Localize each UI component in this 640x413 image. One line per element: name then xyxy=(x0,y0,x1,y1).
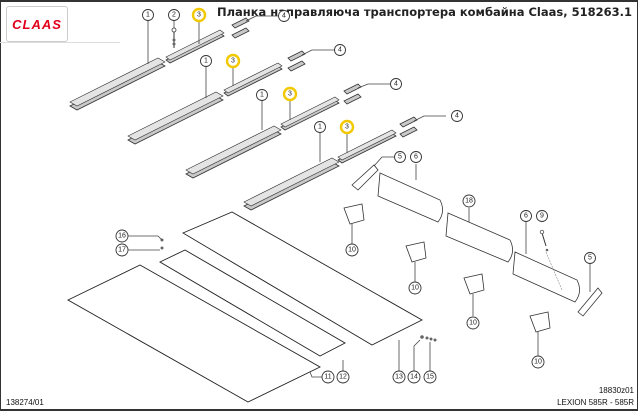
callout-4[interactable]: 4 xyxy=(390,78,402,90)
callout-1[interactable]: 1 xyxy=(256,89,268,101)
svg-text:1: 1 xyxy=(260,92,264,99)
svg-text:1: 1 xyxy=(146,12,150,19)
callout-6[interactable]: 6 xyxy=(410,151,422,163)
svg-text:3: 3 xyxy=(197,12,201,19)
svg-text:13: 13 xyxy=(395,374,403,381)
guide-bar-part-3-a xyxy=(165,29,225,64)
callout-10[interactable]: 10 xyxy=(466,316,480,330)
svg-text:1: 1 xyxy=(318,124,322,131)
pad-part-4-a xyxy=(231,17,250,39)
svg-text:4: 4 xyxy=(455,113,459,120)
svg-text:10: 10 xyxy=(411,285,419,292)
callout-10[interactable]: 10 xyxy=(408,281,422,295)
clip-part-5-a xyxy=(351,164,379,191)
header-divider xyxy=(0,42,120,43)
bracket-part-10-a xyxy=(343,203,365,225)
callout-14[interactable]: 14 xyxy=(407,370,421,384)
callout-3-highlighted[interactable]: 3 xyxy=(191,7,207,23)
guide-bar-part-3-c xyxy=(280,96,340,131)
callout-1[interactable]: 1 xyxy=(200,55,212,67)
callout-6[interactable]: 6 xyxy=(520,210,532,222)
callout-1[interactable]: 1 xyxy=(142,9,154,21)
svg-text:10: 10 xyxy=(348,247,356,254)
footer-left-code: 138274/01 xyxy=(6,398,44,407)
plate-part-11 xyxy=(67,264,321,403)
callout-12[interactable]: 12 xyxy=(336,370,350,384)
callout-15[interactable]: 15 xyxy=(423,370,437,384)
svg-text:17: 17 xyxy=(118,247,126,254)
rail-part-1-d xyxy=(243,157,340,211)
pad-part-4-c xyxy=(343,83,362,105)
svg-text:3: 3 xyxy=(345,124,349,131)
rail-part-1-a xyxy=(69,57,166,111)
bracket-part-10-b xyxy=(405,241,427,263)
svg-text:4: 4 xyxy=(282,13,286,20)
callout-9[interactable]: 9 xyxy=(536,210,548,222)
svg-text:4: 4 xyxy=(338,47,342,54)
pad-part-4-b xyxy=(287,50,306,72)
plate-part-12 xyxy=(159,249,346,357)
callout-5[interactable]: 5 xyxy=(394,151,406,163)
pad-part-4-d xyxy=(399,116,418,138)
callout-16[interactable]: 16 xyxy=(115,229,129,243)
svg-text:6: 6 xyxy=(524,213,528,220)
callout-3-highlighted[interactable]: 3 xyxy=(282,86,298,102)
svg-text:16: 16 xyxy=(118,233,126,240)
svg-text:9: 9 xyxy=(540,213,544,220)
svg-text:6: 6 xyxy=(414,154,418,161)
bracket-part-10-c xyxy=(463,273,485,295)
cover-part-6-b xyxy=(512,251,580,303)
callout-4[interactable]: 4 xyxy=(451,110,463,122)
callout-4[interactable]: 4 xyxy=(334,44,346,56)
svg-text:12: 12 xyxy=(339,374,347,381)
svg-text:3: 3 xyxy=(231,58,235,65)
claas-logo: CLAAS xyxy=(6,6,68,42)
cover-part-18 xyxy=(445,212,513,263)
guide-bar-part-3-d xyxy=(337,129,397,164)
leader-lines xyxy=(128,15,591,378)
callout-3-highlighted[interactable]: 3 xyxy=(339,119,355,135)
bolt-part-2 xyxy=(171,27,177,48)
callout-17[interactable]: 17 xyxy=(115,243,129,257)
svg-text:4: 4 xyxy=(394,81,398,88)
callout-13[interactable]: 13 xyxy=(392,370,406,384)
callout-4[interactable]: 4 xyxy=(278,10,290,22)
plate-part-13 xyxy=(182,211,423,346)
svg-text:11: 11 xyxy=(324,374,331,381)
callout-5[interactable]: 5 xyxy=(584,252,596,264)
bolt-part-9 xyxy=(539,229,563,291)
callout-2[interactable]: 2 xyxy=(168,9,180,21)
callout-10[interactable]: 10 xyxy=(345,243,359,257)
clip-part-5-b xyxy=(577,287,603,317)
svg-text:18: 18 xyxy=(465,198,473,205)
svg-text:10: 10 xyxy=(534,359,542,366)
footer-model: LEXION 585R - 585R xyxy=(557,398,634,407)
cover-part-6-a xyxy=(377,172,443,223)
callout-10[interactable]: 10 xyxy=(531,355,545,369)
svg-text:15: 15 xyxy=(426,374,434,381)
svg-text:5: 5 xyxy=(398,154,402,161)
hardware-part-16-17 xyxy=(160,238,164,250)
svg-text:10: 10 xyxy=(469,320,477,327)
rail-part-1-b xyxy=(127,91,224,145)
svg-text:14: 14 xyxy=(410,374,418,381)
page-title: Планка направляюча транспортера комбайна… xyxy=(216,5,632,19)
callout-18[interactable]: 18 xyxy=(462,194,476,208)
svg-text:3: 3 xyxy=(288,91,292,98)
logo-text: CLAAS xyxy=(12,16,62,32)
callout-11[interactable]: 11 xyxy=(321,370,335,384)
footer-diagram-code: 18830z01 xyxy=(598,386,634,395)
bracket-part-10-d xyxy=(529,311,551,333)
svg-text:1: 1 xyxy=(204,58,208,65)
callout-3-highlighted[interactable]: 3 xyxy=(225,53,241,69)
hardware-part-14-15 xyxy=(420,335,437,342)
svg-text:2: 2 xyxy=(172,12,176,19)
svg-text:5: 5 xyxy=(588,255,592,262)
guide-bar-part-3-b xyxy=(223,62,283,97)
callout-1[interactable]: 1 xyxy=(314,121,326,133)
rail-part-1-c xyxy=(185,125,282,179)
